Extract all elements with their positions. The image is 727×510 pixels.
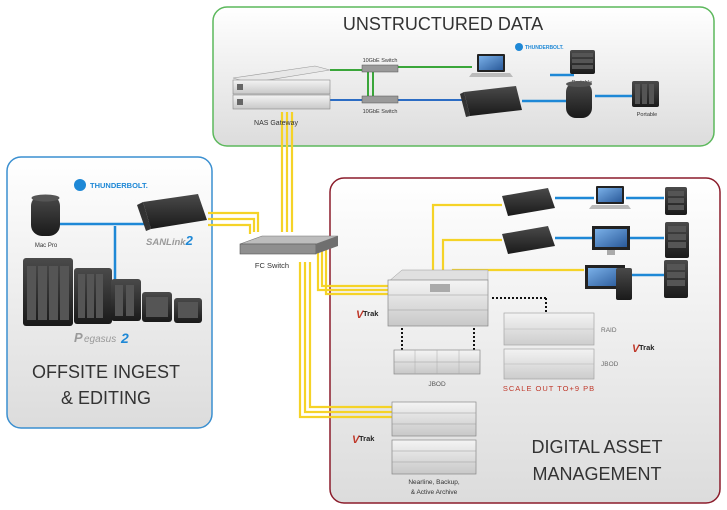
- thunderbolt-small-label: THUNDERBOLT.: [525, 45, 564, 51]
- storage-tower-icon: [665, 187, 687, 215]
- pegasus-text: egasus: [84, 334, 116, 345]
- digital-asset-title-line2: MANAGEMENT: [532, 464, 661, 484]
- jbod-right-label: JBOD: [601, 361, 619, 368]
- jbod-bottom-array: JBOD: [393, 349, 481, 388]
- thunderbolt-dock: [502, 188, 555, 216]
- vtrak-logo-text: Trak: [359, 434, 375, 443]
- vtrak-logo-v: V: [632, 343, 641, 355]
- thunderbolt-dock: [460, 86, 522, 117]
- unstructured-data-title: UNSTRUCTURED DATA: [343, 14, 543, 34]
- pegasus-number: 2: [120, 330, 129, 346]
- switch-bottom-label: 10GbE Switch: [363, 109, 398, 115]
- sanlink-text: SANLink: [146, 237, 186, 248]
- vtrak-logo-v: V: [352, 434, 361, 446]
- scale-out-label: SCALE OUT TO+9 PB: [503, 384, 595, 393]
- ten-gbe-switch-bottom: 10GbE Switch: [361, 95, 399, 115]
- vtrak-logo: V Trak: [356, 309, 379, 321]
- digital-asset-title-line1: DIGITAL ASSET: [531, 437, 662, 457]
- thunderbolt-icon: [515, 43, 523, 51]
- storage-tower-icon: Portable: [632, 81, 659, 118]
- pegasus-logo: P egasus 2: [74, 330, 129, 346]
- mac-pro-icon: [566, 81, 592, 118]
- ten-gbe-cables: [330, 66, 472, 101]
- monitor-icon: [592, 226, 630, 255]
- thunderbolt-icon: [74, 179, 86, 191]
- nearline-label-line1: Nearline, Backup,: [408, 479, 459, 486]
- fc-switch-label: FC Switch: [255, 261, 289, 270]
- vtrak-logo-text: Trak: [363, 309, 379, 318]
- mac-pro-icon: Mac Pro: [31, 194, 60, 249]
- fc-switch: FC Switch: [239, 235, 339, 270]
- offsite-ingest-title-line2: & EDITING: [61, 388, 151, 408]
- vtrak-main-array: [387, 269, 489, 327]
- thunderbolt-cables: [60, 73, 664, 284]
- thunderbolt-dock: [502, 226, 555, 254]
- vtrak-logo-text: Trak: [639, 343, 655, 352]
- pegasus-p: P: [74, 330, 83, 345]
- pegasus-array-group: [23, 258, 202, 326]
- ten-gbe-switch-top: 10GbE Switch: [361, 58, 399, 73]
- nas-gateway: NAS Gateway: [232, 65, 331, 127]
- sanlink-number: 2: [185, 233, 194, 248]
- nas-gateway-label: NAS Gateway: [254, 120, 298, 127]
- switch-top-label: 10GbE Switch: [363, 58, 398, 64]
- storage-tower-icon: [664, 260, 688, 298]
- jbod-bottom-label: JBOD: [428, 381, 446, 388]
- laptop-icon: [589, 186, 631, 209]
- raid-label: RAID: [601, 327, 617, 334]
- mac-pro-label: Mac Pro: [35, 243, 58, 249]
- thunderbolt-badge-large: THUNDERBOLT.: [74, 179, 148, 191]
- raid-scale-array: RAID JBOD: [503, 312, 619, 380]
- thunderbolt-large-label: THUNDERBOLT.: [90, 181, 148, 190]
- offsite-ingest-title-line1: OFFSITE INGEST: [32, 362, 180, 382]
- laptop-icon: [469, 54, 513, 77]
- sanlink-label: SANLink2: [146, 233, 194, 248]
- workstation-icon: [585, 265, 632, 300]
- storage-tower-icon: Portable: [570, 50, 595, 86]
- vtrak-logo-v: V: [356, 309, 365, 321]
- nearline-archive-array: Nearline, Backup, & Active Archive: [391, 401, 477, 496]
- portable-bottom-label: Portable: [637, 112, 658, 118]
- vtrak-logo: V Trak: [632, 343, 655, 355]
- sanlink-device: SANLink2: [137, 194, 207, 248]
- vtrak-logo: V Trak: [352, 434, 375, 446]
- thunderbolt-badge-small: THUNDERBOLT.: [515, 43, 564, 51]
- fc-cables: [208, 112, 584, 419]
- nearline-label-line2: & Active Archive: [411, 489, 458, 496]
- dotted-connectors: [401, 297, 547, 350]
- storage-tower-icon: [665, 222, 689, 258]
